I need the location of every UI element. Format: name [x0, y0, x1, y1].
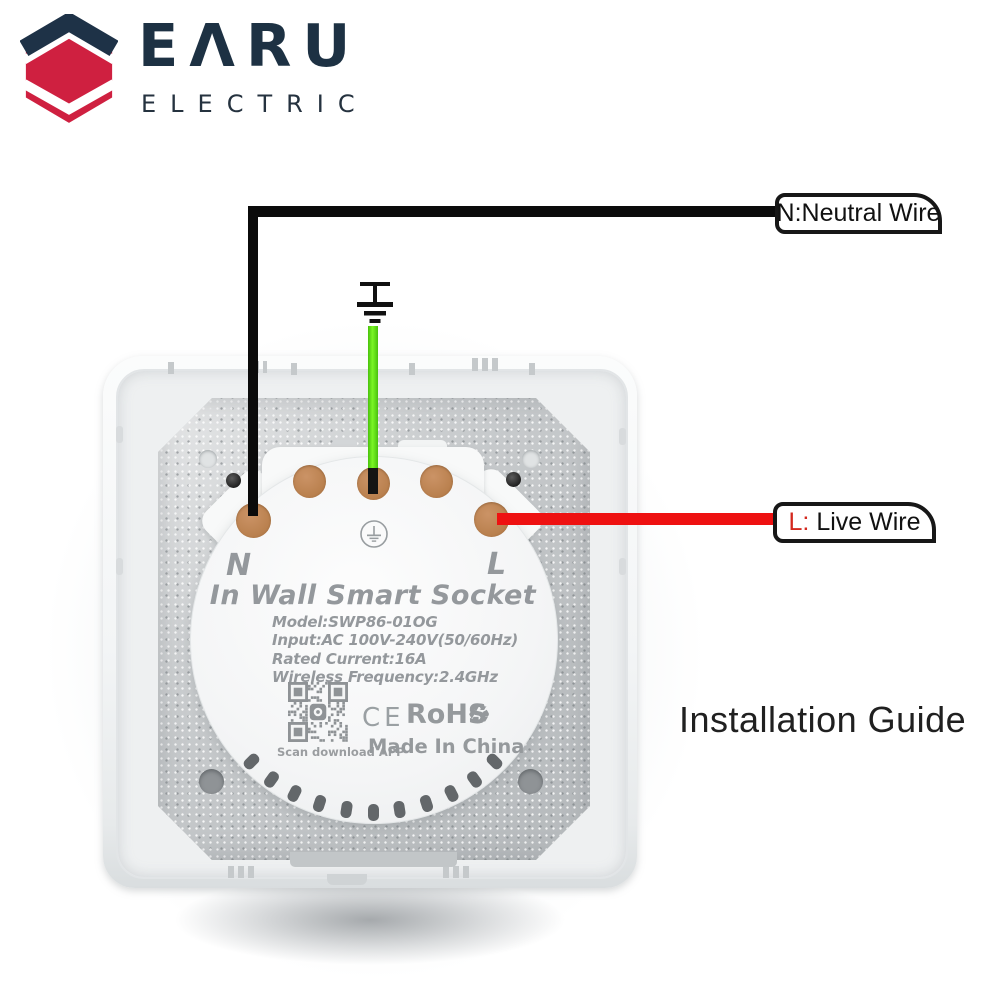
brand-wordmark: EΛRU [138, 11, 362, 80]
mounting-frame-tab [290, 852, 457, 867]
plate-bottom-notch [327, 874, 367, 885]
qr-caption: Scan download APP [277, 745, 405, 759]
neutral-wire-vertical [248, 206, 258, 516]
plate-clip-mark [291, 363, 299, 375]
ground-wire-tip [368, 468, 378, 494]
frame-hole [518, 769, 543, 794]
live-wire [497, 513, 777, 525]
neutral-wire-horizontal [248, 206, 777, 217]
terminal-upper-right [420, 465, 453, 498]
terminal-upper-left [293, 465, 326, 498]
plate-clip-mark [443, 866, 469, 878]
terminal-label-n: N [226, 548, 252, 583]
frame-hole [199, 450, 217, 468]
qr-code-icon [288, 682, 348, 742]
live-wire-label: L: Live Wire [773, 502, 936, 543]
recycle-icon: ♻ [467, 699, 492, 729]
plate-clip-mark [168, 362, 176, 374]
terminal-label-l: L [487, 547, 507, 582]
plate-side-tab [619, 428, 626, 445]
rohs-mark: RoHS [406, 699, 488, 730]
module-title: In Wall Smart Socket [209, 580, 537, 611]
frame-hole [199, 769, 224, 794]
spec-input: Input:AC 100V-240V(50/60Hz) [272, 631, 519, 650]
made-in-china-label: Made In China [368, 735, 525, 758]
ground-wire [368, 326, 378, 474]
plate-clip-mark [472, 358, 498, 371]
frame-hole [522, 450, 540, 468]
spec-model: Model:SWP86-01OG [272, 613, 438, 631]
ground-symbol-icon [357, 282, 393, 323]
module-specs: Model:SWP86-01OG Input:AC 100V-240V(50/6… [272, 613, 518, 686]
live-label-prefix: L: [788, 508, 810, 536]
neutral-wire-label: N:Neutral Wire [775, 193, 942, 234]
installation-guide-title: Installation Guide [679, 699, 967, 740]
neutral-wire-label-text: N:Neutral Wire [776, 199, 941, 227]
plate-clip-mark [228, 866, 254, 878]
plate-clip-mark [409, 363, 419, 375]
screw-left [226, 473, 241, 488]
plate-side-tab [116, 426, 123, 443]
spec-frequency: Wireless Frequency:2.4GHz [272, 667, 498, 686]
brand-subtitle: ELECTRIC [141, 90, 369, 118]
plate-side-tab [619, 558, 626, 575]
plate-clip-mark [529, 363, 537, 375]
live-label-text: Live Wire [816, 508, 921, 536]
ground-badge-icon [360, 520, 388, 548]
spec-current: Rated Current:16A [272, 649, 427, 668]
screw-right [506, 472, 521, 487]
plate-side-tab [116, 558, 123, 575]
ce-mark: CE [362, 703, 405, 733]
brand-hexagon-icon [20, 14, 118, 123]
